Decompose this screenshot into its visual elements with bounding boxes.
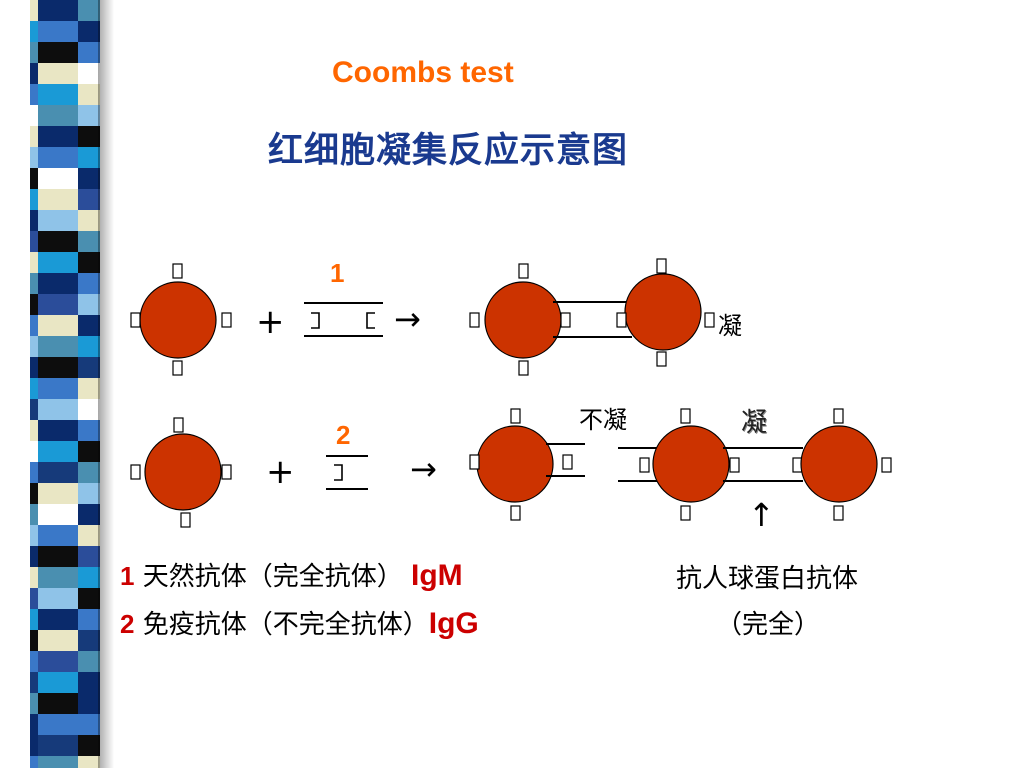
- page-title-english: Coombs test: [332, 56, 514, 89]
- row1-agglutinated-cells: [469, 258, 715, 376]
- receptor: [881, 457, 892, 473]
- receptor: [172, 263, 183, 279]
- receptor: [616, 312, 627, 328]
- decorative-side-strip: [30, 0, 100, 768]
- red-blood-cell: [476, 425, 554, 503]
- row1-result-agglutinated: 凝: [718, 312, 742, 340]
- legend-number-2: 2: [120, 609, 135, 639]
- red-blood-cell: [800, 425, 878, 503]
- receptor: [510, 408, 521, 424]
- row2-non-agglutinated-cell: [469, 408, 585, 521]
- receptor: [833, 408, 844, 424]
- legend-number-1: 1: [120, 561, 135, 591]
- row1-single-cell: [130, 263, 232, 376]
- receptor: [469, 312, 480, 328]
- row2-result-agglutinated: 凝: [741, 408, 768, 438]
- legend-text-1: 天然抗体（完全抗体）: [142, 562, 403, 592]
- receptor: [518, 360, 529, 376]
- receptor: [510, 505, 521, 521]
- receptor: [704, 312, 715, 328]
- red-blood-cell: [144, 433, 222, 511]
- row2-single-cell: [130, 417, 232, 528]
- legend-line-2: 2 免疫抗体（不完全抗体）IgG: [120, 604, 479, 641]
- receptor: [172, 360, 183, 376]
- red-blood-cell: [624, 273, 702, 351]
- row2-agglutinated-cells: [618, 408, 892, 521]
- legend-line-1: 1 天然抗体（完全抗体） IgM: [120, 556, 463, 593]
- antiglobulin-label: 抗人球蛋白抗体: [676, 564, 859, 594]
- receptor: [560, 312, 571, 328]
- receptor: [130, 464, 141, 480]
- red-blood-cell: [652, 425, 730, 503]
- receptor: [173, 417, 184, 433]
- legend-igg: IgG: [428, 607, 479, 640]
- receptor: [656, 351, 667, 367]
- receptor: [469, 454, 480, 470]
- row1-arrow: →: [394, 300, 421, 338]
- row1-number: 1: [330, 258, 345, 288]
- row1-igm-antibody: [304, 302, 383, 337]
- red-blood-cell: [139, 281, 217, 359]
- strip-shadow: [98, 0, 114, 768]
- receptor: [562, 454, 573, 470]
- row2-igg-antibody: [326, 455, 368, 490]
- red-blood-cell: [484, 281, 562, 359]
- receptor: [518, 263, 529, 279]
- antiglobulin-note: （完全）: [716, 610, 821, 640]
- receptor: [680, 505, 691, 521]
- row1-plus-sign: +: [256, 302, 285, 342]
- page-title-chinese: 红细胞凝集反应示意图: [268, 131, 629, 171]
- row2-plus-sign: +: [266, 452, 295, 492]
- legend-text-2: 免疫抗体（不完全抗体）: [142, 610, 429, 640]
- receptor: [680, 408, 691, 424]
- receptor: [180, 512, 191, 528]
- legend-igm: IgM: [411, 559, 463, 592]
- receptor: [639, 457, 650, 473]
- row2-result-not-agglutinated: 不凝: [579, 406, 627, 434]
- receptor: [221, 312, 232, 328]
- antiglobulin-pointer-arrow: ↑: [748, 496, 775, 534]
- receptor: [729, 457, 740, 473]
- receptor: [656, 258, 667, 274]
- row2-number: 2: [336, 420, 351, 450]
- receptor: [130, 312, 141, 328]
- receptor: [833, 505, 844, 521]
- row2-arrow: →: [410, 450, 437, 488]
- receptor: [221, 464, 232, 480]
